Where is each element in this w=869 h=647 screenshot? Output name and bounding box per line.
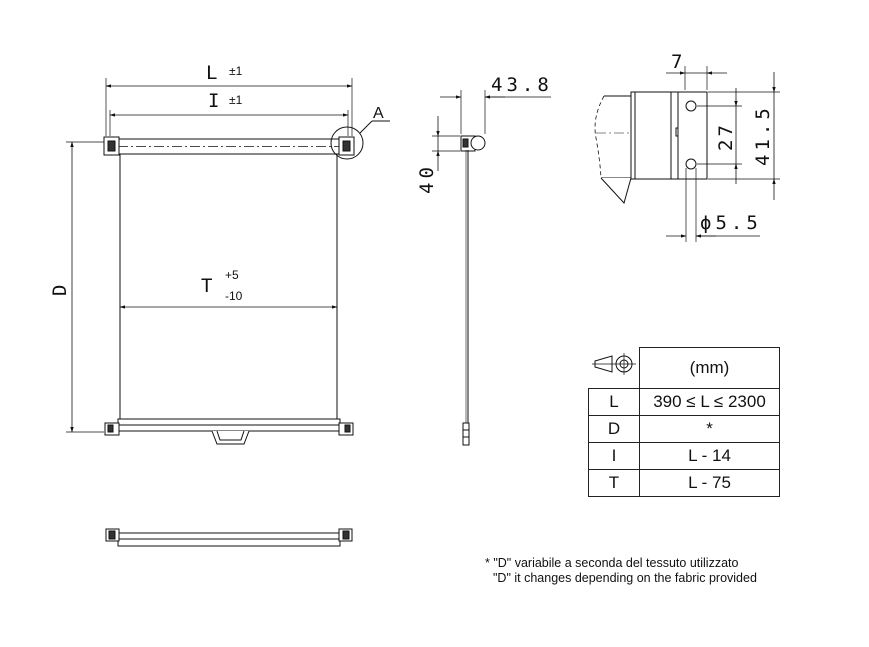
detail-a-label: A: [373, 105, 384, 122]
dim-t-label: T: [201, 275, 212, 297]
table-unit-header: (mm): [639, 347, 780, 389]
dim-40-label: 40: [416, 163, 438, 194]
table-value: L - 14: [639, 442, 780, 470]
table-corner: [588, 347, 640, 389]
table-key: L: [588, 388, 640, 416]
table-value: L - 75: [639, 469, 780, 497]
dim-t-tolerance-minus: -10: [225, 289, 243, 303]
top-roller: [103, 136, 355, 156]
dim-i-tolerance: ±1: [229, 93, 243, 107]
note-italian: * "D" variabile a seconda del tessuto ut…: [485, 556, 739, 570]
table-row: L 390 ≤ L ≤ 2300: [588, 388, 780, 416]
dim-l-label: L: [206, 62, 217, 84]
table-key: T: [588, 469, 640, 497]
dim-l-tolerance: ±1: [229, 64, 243, 78]
note-english: "D" it changes depending on the fabric p…: [493, 571, 757, 585]
table-value: *: [639, 415, 780, 443]
table-row: D *: [588, 415, 780, 443]
detail-circle-a: [330, 126, 364, 160]
dim-41-5-label: 41.5: [752, 104, 774, 166]
side-view: [432, 90, 551, 446]
dim-hole-label: ϕ5.5: [700, 212, 762, 234]
plan-view: [105, 528, 353, 547]
fabric-note: * "D" variabile a seconda del tessuto ut…: [485, 556, 757, 586]
dim-43-8-label: 43.8: [491, 74, 553, 96]
table-key: I: [588, 442, 640, 470]
dimensions-table: (mm) L 390 ≤ L ≤ 2300 D * I L - 14 T L -…: [588, 347, 780, 497]
dim-i-label: I: [208, 90, 219, 112]
dim-27-label: 27: [715, 122, 737, 151]
table-value: 390 ≤ L ≤ 2300: [639, 388, 780, 416]
fabric-panel: [119, 153, 338, 420]
detail-view: [594, 66, 780, 242]
table-key: D: [588, 415, 640, 443]
table-row: T L - 75: [588, 469, 780, 497]
front-view: [66, 78, 390, 445]
dim-d-label: D: [49, 285, 71, 296]
dim-7-label: 7: [671, 51, 682, 73]
dim-t-tolerance-plus: +5: [225, 268, 239, 282]
table-row: I L - 14: [588, 442, 780, 470]
bottom-bar: [104, 418, 354, 445]
